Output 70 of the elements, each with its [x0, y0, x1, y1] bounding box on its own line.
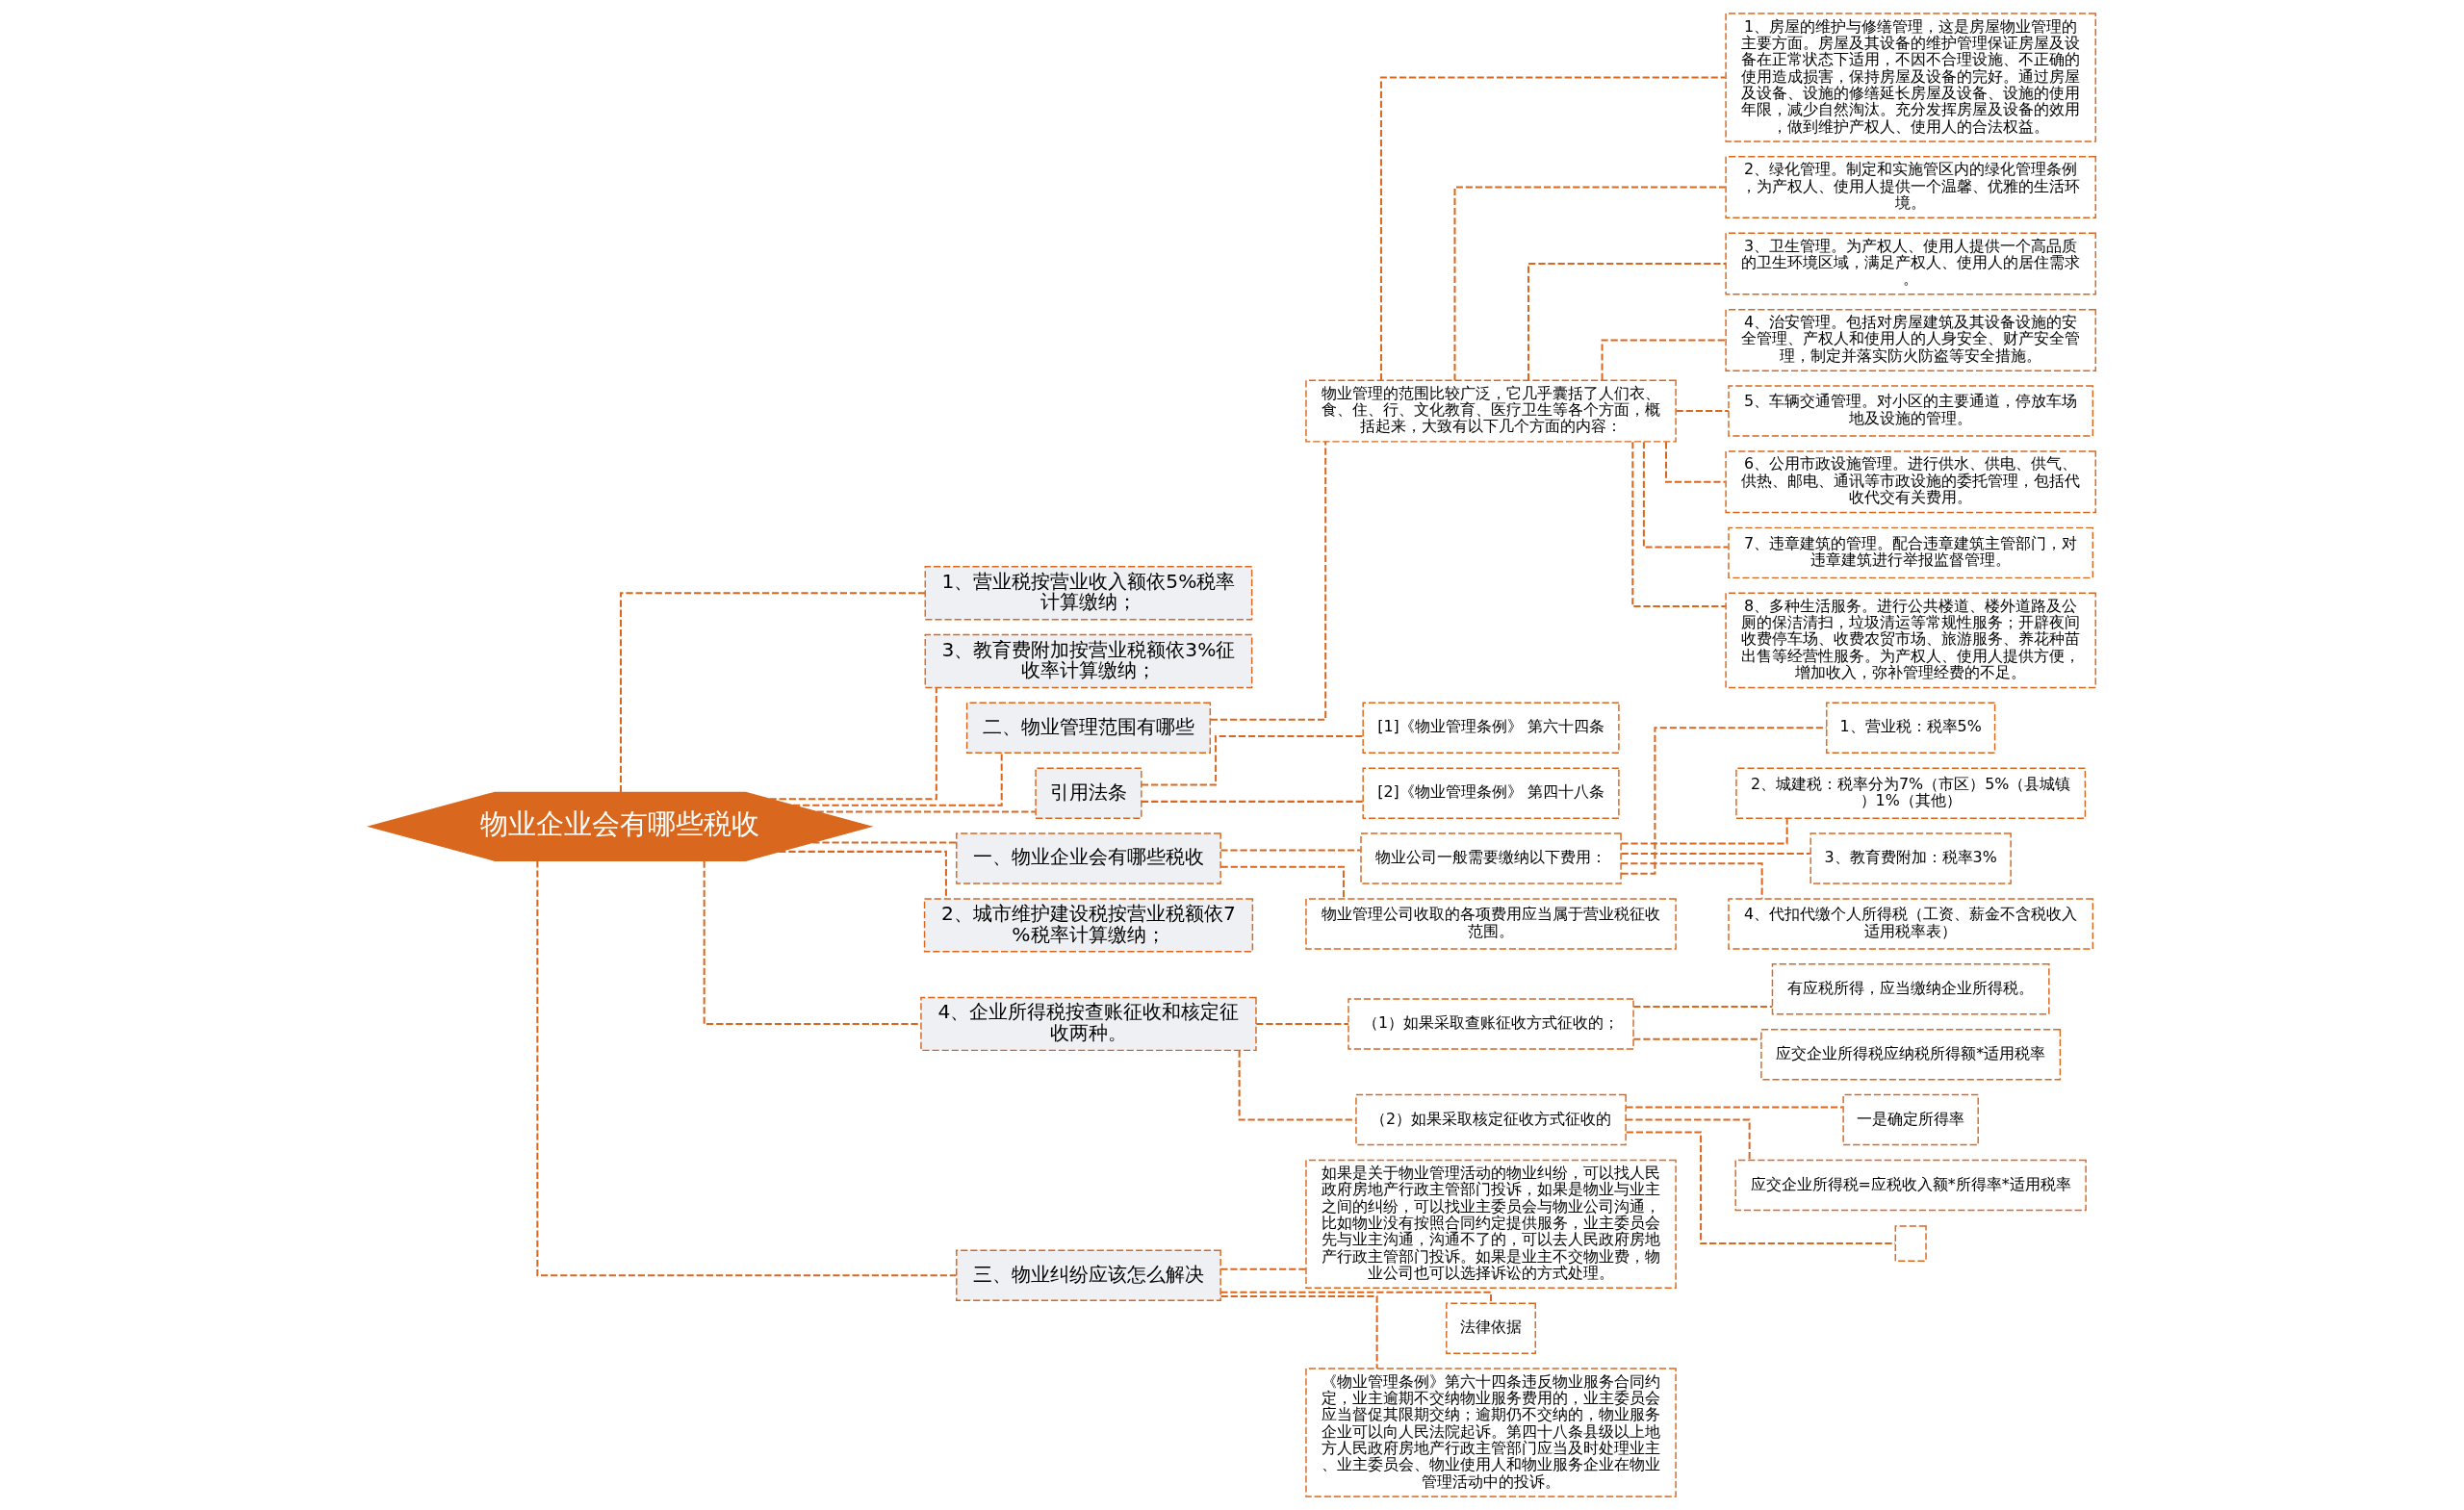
connector: [1219, 1291, 1492, 1304]
node-box: 2、城建税：税率分为7%（市区）5%（县城镇）1%（其他）: [1734, 767, 2086, 819]
connector: [1141, 800, 1363, 803]
node-box: 引用法条: [1034, 767, 1142, 819]
node-box: 2、城市维护建设税按营业税额依7%税率计算缴纳；: [923, 898, 1253, 953]
connector: [1664, 442, 1725, 483]
node-box: 4、企业所得税按查账征收和核定征收两种。: [919, 996, 1257, 1052]
connector: [811, 841, 957, 844]
connector: [1527, 263, 1726, 380]
connector: [1632, 1037, 1761, 1040]
node-box: 3、教育费附加按营业税额依3%征收率计算缴纳；: [924, 633, 1252, 689]
connector: [1676, 410, 1729, 413]
connector: [1601, 339, 1726, 380]
connector: [792, 753, 1003, 806]
node-box: 6、公用市政设施管理。进行供水、供电、供气、供热、邮电、通讯等市政设施的委托管理，包括代收代交有关费用。: [1724, 450, 2096, 514]
node-box: 7、违章建筑的管理。配合违章建筑主管部门，对违章建筑进行举报监督管理。: [1727, 526, 2093, 579]
node-box: 应交企业所得税=应税收入额*所得率*适用税率: [1733, 1159, 2087, 1212]
node-box: （2）如果采取核定征收方式征收的: [1354, 1093, 1627, 1146]
connector: [1379, 76, 1726, 381]
connector: [1141, 735, 1363, 786]
connector: [1452, 186, 1725, 381]
connector: [1620, 727, 1827, 875]
connector: [1255, 1022, 1348, 1025]
node-box: 一、物业企业会有哪些税收: [955, 832, 1221, 884]
connector: [1642, 442, 1729, 549]
node-box: 3、卫生管理。为产权人、使用人提供一个高品质的卫生环境区域，满足产权人、使用人的居住需求。: [1724, 232, 2096, 295]
connector: [816, 810, 1036, 813]
connector: [1630, 442, 1726, 607]
node-box: 1、营业税：税率5%: [1825, 702, 1995, 755]
connector: [1238, 1050, 1356, 1121]
node-box: 法律依据: [1445, 1302, 1536, 1354]
node-box: 应交企业所得税应纳税所得额*适用税率: [1759, 1029, 2061, 1081]
connector: [1621, 852, 1810, 855]
node-box: 8、多种生活服务。进行公共楼道、楼外道路及公厕的保洁清扫，垃圾清运等常规性服务；开辟夜间收费停车场、收费农贸市场、旅游服务、养花种苗出售等经营性服务。为产权人、使用人提供方便，增加收入，弥补管理经费的不足。: [1724, 592, 2096, 689]
node-box: 物业管理公司收取的各项费用应当属于营业税征收范围。: [1304, 898, 1677, 950]
connector: [1210, 442, 1326, 721]
connector: [1632, 1005, 1772, 1008]
node-box: （1）如果采取查账征收方式征收的；: [1347, 998, 1634, 1050]
node-box: 2、绿化管理。制定和实施管区内的绿化管理条例，为产权人、使用人提供一个温馨、优雅的生活环境。: [1724, 156, 2096, 219]
connector: [703, 860, 920, 1025]
node-box: 一是确定所得率: [1841, 1093, 1979, 1146]
connector: [768, 687, 937, 801]
node-box: [1894, 1225, 1927, 1262]
node-box: 三、物业纠纷应该怎么解决: [955, 1249, 1221, 1302]
node-box: 物业管理的范围比较广泛，它几乎囊括了人们衣、食、住、行、文化教育、医疗卫生等各个方面，概括起来，大致有以下几个方面的内容：: [1304, 379, 1677, 443]
connector: [535, 860, 956, 1277]
node-box: 5、车辆交通管理。对小区的主要通道，停放车场地及设施的管理。: [1727, 385, 2093, 437]
connector: [1219, 849, 1361, 852]
connector: [1620, 818, 1788, 845]
node-box: 3、教育费附加：税率3%: [1809, 832, 2012, 884]
connector: [1220, 1295, 1378, 1369]
node-box: 《物业管理条例》第六十四条违反物业服务合同约定，业主逾期不交纳物业服务费用的，业主委员会应当督促其限期交纳；逾期仍不交纳的，物业服务企业可以向人民法院起诉。第四十八条县级以上地方人民政府房地产行政主管部门应当及时处理业主、业主委员会、物业使用人和物业服务企业在物业管理活动中的投诉。: [1304, 1368, 1677, 1497]
node-box: 4、治安管理。包括对房屋建筑及其设备设施的安全管理、产权人和使用人的人身安全、财产安全管理，制定并落实防火防盗等安全措施。: [1724, 308, 2096, 371]
connector: [1620, 862, 1763, 899]
connector: [619, 592, 925, 793]
node-box: 1、房屋的维护与修缮管理，这是房屋物业管理的主要方面。房屋及其设备的维护管理保证房屋及设备在正常状态下适用，不因不合理设施、不正确的使用造成损害，保持房屋及设备的完好。通过房屋及设备、设施的修缮延长房屋及设备、设施的使用年限，减少自然淘汰。充分发挥房屋及设备的效用，做到维护产权人、使用人的合法权益。: [1724, 13, 2096, 142]
connector: [1220, 865, 1345, 899]
node-box: [1]《物业管理条例》 第六十四条: [1361, 702, 1620, 755]
connector: [778, 850, 947, 899]
node-box: 有应税所得，应当缴纳企业所得税。: [1771, 963, 2050, 1015]
connector: [1625, 1118, 1751, 1161]
connector: [1626, 1131, 1895, 1245]
node-box: 1、营业税按营业收入额依5%税率计算缴纳；: [924, 566, 1252, 621]
node-box: 物业公司一般需要缴纳以下费用：: [1359, 832, 1622, 884]
connector: [1219, 1267, 1306, 1270]
node-box: 如果是关于物业管理活动的物业纠纷，可以找人民政府房地产行政主管部门投诉，如果是物业与业主之间的纠纷，可以找业主委员会与物业公司沟通，比如物业没有按照合同约定提供服务，业主委员会先与业主沟通，沟通不了的，可以去人民政府房地产行政主管部门投诉。如果是业主不交物业费，物业公司也可以选择诉讼的方式处理。: [1304, 1159, 1677, 1290]
node-box: 4、代扣代缴个人所得税（工资、薪金不含税收入适用税率表）: [1727, 898, 2093, 950]
connector: [1625, 1106, 1843, 1109]
node-box: 二、物业管理范围有哪些: [965, 702, 1211, 755]
node-box: [2]《物业管理条例》 第四十八条: [1361, 767, 1620, 819]
